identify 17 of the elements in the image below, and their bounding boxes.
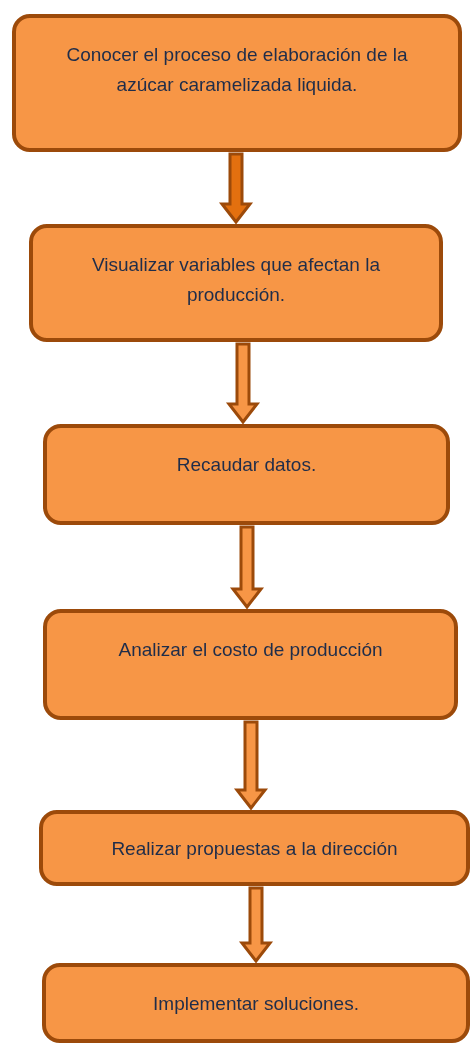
block-arrow — [225, 342, 261, 425]
block-arrow — [218, 152, 254, 225]
block-arrow — [238, 886, 274, 964]
step-text: Conocer el proceso de elaboración de la azúcar caramelizada liquida. — [65, 43, 409, 98]
step-text: Implementar soluciones. — [153, 992, 359, 1016]
process-box — [42, 963, 470, 1043]
block-arrow — [233, 720, 269, 811]
process-box — [39, 810, 470, 886]
block-arrow — [229, 525, 265, 610]
step-text: Visualizar variables que afectan la producción. — [91, 253, 381, 308]
step-text: Analizar el costo de producción — [118, 638, 383, 662]
process-box — [43, 424, 450, 525]
process-box — [43, 609, 458, 720]
process-box — [12, 14, 462, 152]
step-text: Recaudar datos. — [176, 453, 317, 477]
step-text: Realizar propuestas a la dirección — [111, 837, 398, 861]
process-box — [29, 224, 443, 342]
